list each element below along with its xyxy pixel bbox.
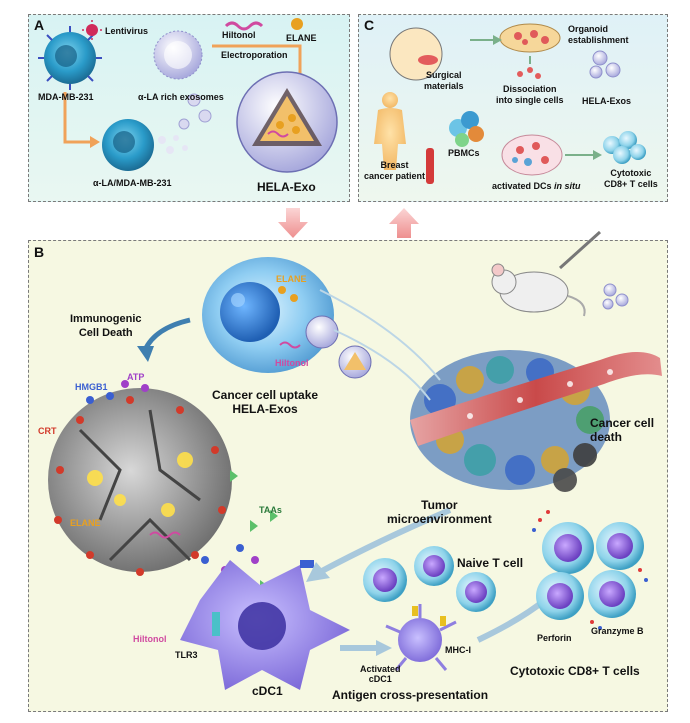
cytotoxic-cd8-cells-icon (532, 510, 648, 630)
panel-a-art (38, 18, 338, 173)
tlr3-label: TLR3 (175, 650, 198, 660)
panel-b-art (48, 230, 662, 690)
cytotoxic-cd8-label: Cytotoxic CD8+ T cells (510, 664, 640, 678)
naive-t-label: Naive T cell (457, 556, 524, 570)
antigen-cross-presentation-label: Antigen cross-presentation (332, 688, 489, 702)
crt-label: CRT (38, 426, 57, 436)
cancer-cell-death-label: Cancer cell death (590, 416, 655, 444)
la-mda-cell-icon (102, 119, 188, 171)
activated-dcs-icon (501, 134, 563, 176)
lentivirus-label: Lentivirus (105, 26, 149, 36)
panel-b-letter: B (34, 244, 45, 260)
pbmcs-label: PBMCs (448, 148, 480, 158)
la-exosome-icon (153, 30, 203, 80)
cytotoxic-t-icon (603, 131, 646, 164)
panel-a-letter: A (34, 17, 45, 33)
panel-c-art (374, 23, 646, 184)
mda-cell-icon (38, 26, 102, 90)
mouse-icon (491, 263, 586, 317)
hmgb1-label: HMGB1 (75, 382, 108, 392)
elane-dead-label: ELANE (70, 518, 101, 528)
la-mda-cell-label: α-LA/MDA-MB-231 (93, 178, 172, 188)
hiltonol-dc-label: Hiltonol (133, 634, 167, 644)
activated-cdc1-icon (385, 604, 457, 671)
hiltonol-label: Hiltonol (222, 30, 256, 40)
organoid-dish-icon (499, 23, 561, 53)
mhc-i-label: MHC-I (445, 645, 471, 655)
cdc1-cell-icon (180, 560, 350, 690)
hiltonol-cell-label: Hiltonol (275, 358, 309, 368)
atp-label: ATP (127, 372, 145, 382)
elane-cell-label: ELANE (276, 274, 307, 284)
surgical-materials-label: Surgical materials (424, 70, 464, 91)
breast-cancer-patient-icon (374, 92, 406, 170)
patient-label: Breast cancer patient (364, 160, 426, 181)
dead-cancer-cell-icon (48, 388, 232, 576)
activated-dcs-label: activated DCs in situ (492, 181, 581, 191)
hmgb1-molecules (86, 392, 244, 564)
hiltonol-icon (224, 21, 264, 31)
organoid-label: Organoid establishment (568, 24, 629, 45)
granzyme-b-label: Granzyme B (591, 626, 644, 636)
activated-cdc1-label: Activated cDC1 (360, 664, 401, 684)
lentivirus-icon (82, 20, 102, 40)
la-exosomes-label: α-LA rich exosomes (138, 92, 224, 102)
blood-vessel-icon (410, 351, 662, 446)
uptake-label: Cancer cell uptake HELA-Exos (212, 388, 319, 416)
cdc1-label: cDC1 (252, 684, 283, 698)
uptake-cell-icon (202, 257, 339, 373)
pbmcs-icon (449, 111, 484, 147)
panel-c-letter: C (364, 17, 375, 33)
hela-exo-label: HELA-Exo (257, 180, 316, 194)
dissociation-label: Dissociation into single cells (496, 84, 564, 105)
elane-label: ELANE (286, 33, 317, 43)
naive-t-cells-icon (363, 546, 496, 612)
mda-cell-label: MDA-MB-231 (38, 92, 94, 102)
hela-exo-icon (236, 71, 338, 173)
in-situ-label: in situ (554, 181, 581, 191)
icd-label: Immunogenic Cell Death (70, 313, 142, 339)
flow-arrows (278, 208, 419, 238)
electroporation-label: Electroporation (221, 50, 288, 60)
cytotoxic-t-label: Cytotoxic CD8+ T cells (604, 168, 658, 189)
elane-icon (291, 18, 303, 30)
surgical-materials-icon (389, 27, 443, 81)
taas-label: TAAs (259, 505, 282, 515)
hela-exos-label: HELA-Exos (582, 96, 632, 106)
perforin-label: Perforin (537, 633, 572, 643)
tumor-microenvironment-label: Tumor microenvironment (387, 498, 492, 526)
